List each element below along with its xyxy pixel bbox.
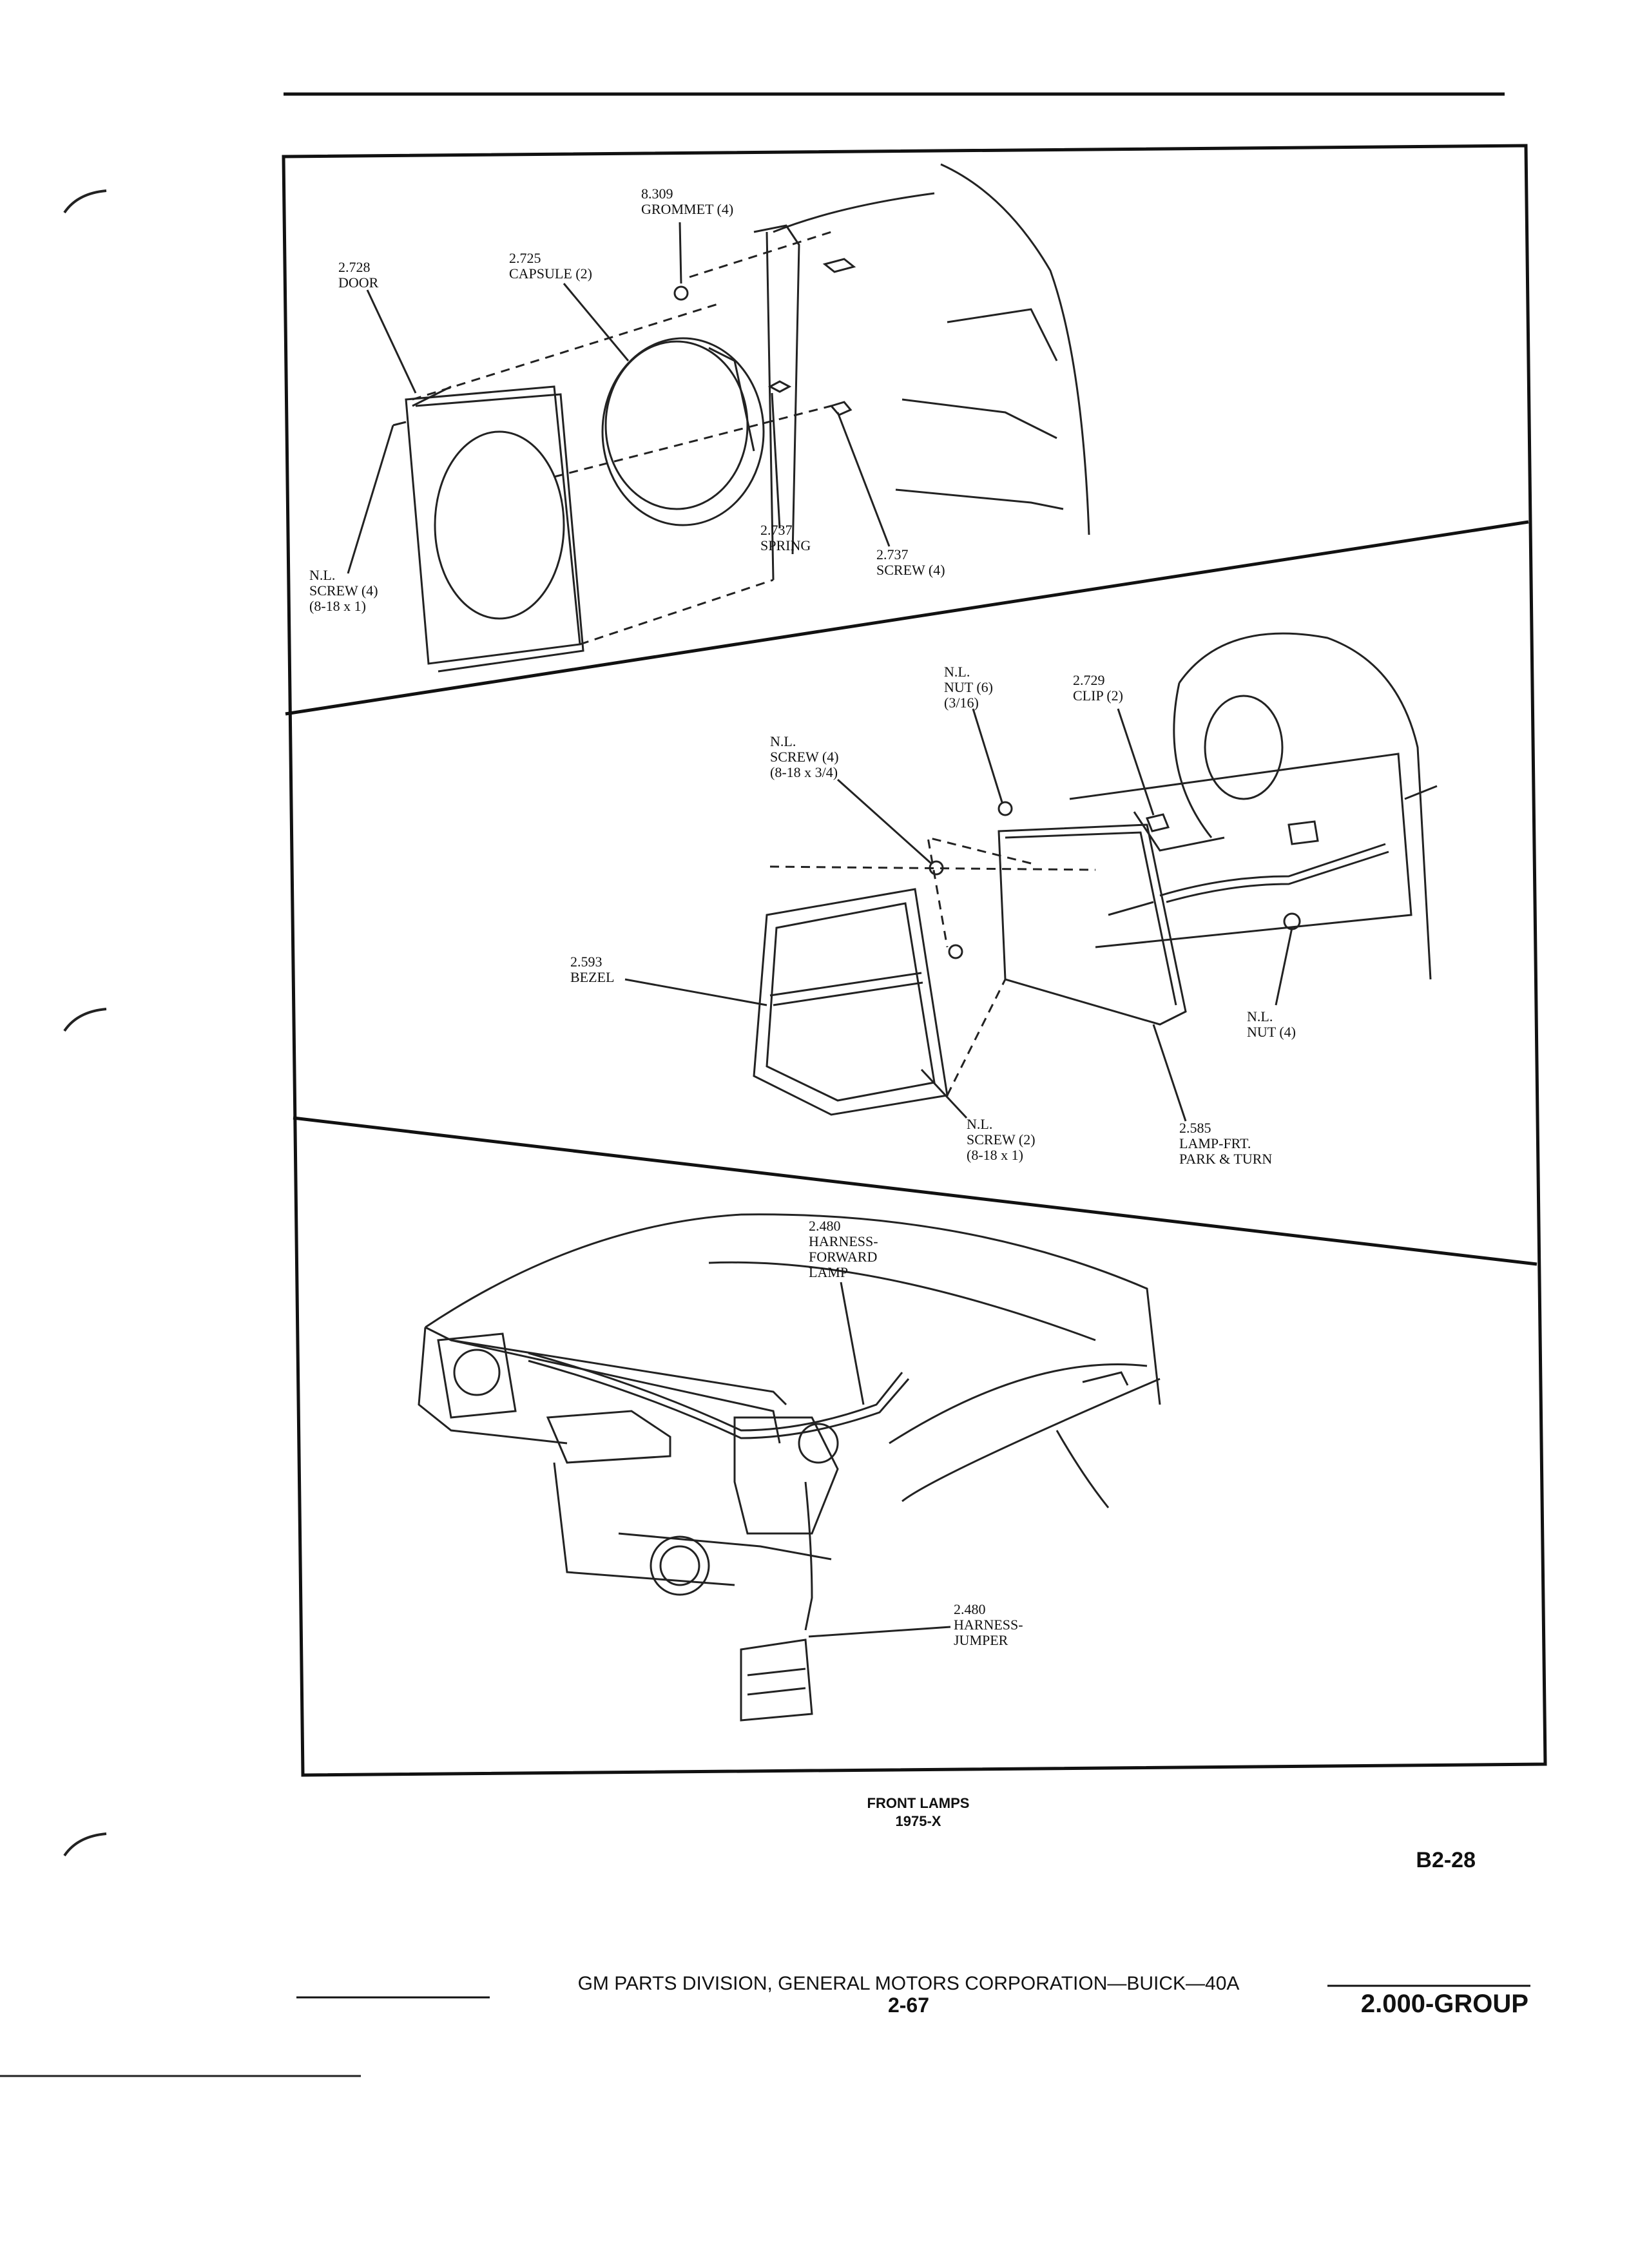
svg-text:N.L.: N.L. [770,733,796,749]
svg-text:8.309: 8.309 [641,186,673,202]
divider-2 [293,1116,1537,1266]
screw-name: SCREW (4) [876,562,945,578]
svg-text:BEZEL: BEZEL [570,969,614,985]
harness-jumper-part-number: 2.480 [954,1601,986,1617]
svg-text:NUT (6): NUT (6) [944,679,993,695]
svg-text:CLIP (2): CLIP (2) [1073,687,1123,704]
diagram-frame [282,144,1547,1777]
panel-park-turn-labels: N.L. NUT (6) (3/16) 2.729 CLIP (2) N.L. … [570,664,1296,1167]
page-number: 2-67 [888,1994,929,2017]
screw4-size: (8-18 x 3/4) [770,764,838,780]
clip-name: CLIP (2) [1073,687,1123,704]
screw-part-number: 2.737 [876,546,909,562]
svg-text:JUMPER: JUMPER [954,1632,1008,1648]
nl-screw-code: N.L. [309,567,335,583]
svg-text:NUT (4): NUT (4) [1247,1024,1296,1040]
figure-title: FRONT LAMPS [867,1795,970,1811]
harness-fwd-name: HARNESS- [809,1233,878,1249]
svg-text:HARNESS-: HARNESS- [954,1617,1023,1633]
svg-text:(8-18 x 1): (8-18 x 1) [309,598,366,614]
svg-text:SCREW (4): SCREW (4) [770,749,839,765]
svg-text:(8-18 x 3/4): (8-18 x 3/4) [770,764,838,780]
lamp-name: LAMP-FRT. [1179,1135,1251,1151]
svg-text:2.737: 2.737 [876,546,909,562]
lamp-name-2: PARK & TURN [1179,1151,1272,1167]
svg-text:FORWARD: FORWARD [809,1249,877,1265]
grommet-part-number: 8.309 [641,186,673,202]
nut6-code: N.L. [944,664,970,680]
svg-text:(3/16): (3/16) [944,695,979,711]
nl-screw-size: (8-18 x 1) [309,598,366,614]
bezel-part-number: 2.593 [570,954,602,970]
panel-harness-routing [418,1213,1161,1722]
spring-name: SPRING [760,537,811,553]
screw4-code: N.L. [770,733,796,749]
svg-text:PARK & TURN: PARK & TURN [1179,1151,1272,1167]
screw4-name: SCREW (4) [770,749,839,765]
nut6-name: NUT (6) [944,679,993,695]
capsule-name: CAPSULE (2) [509,265,592,282]
svg-text:LAMP: LAMP [809,1264,848,1280]
lamp-part-number: 2.585 [1179,1120,1211,1136]
divider-1 [285,520,1529,716]
bezel-name: BEZEL [570,969,614,985]
harness-fwd-name-3: LAMP [809,1264,848,1280]
harness-fwd-part-number: 2.480 [809,1218,841,1234]
page-code: B2-28 [1416,1848,1476,1872]
nut4-code: N.L. [1247,1008,1273,1024]
nl-screw-name: SCREW (4) [309,582,378,599]
svg-text:HARNESS-: HARNESS- [809,1233,878,1249]
panel-headlamp-labels: 8.309 GROMMET (4) 2.725 CAPSULE (2) 2.72… [309,186,945,614]
publisher-line: GM PARTS DIVISION, GENERAL MOTORS CORPOR… [578,1973,1240,1994]
screw2-code: N.L. [967,1116,992,1132]
harness-fwd-name-2: FORWARD [809,1249,877,1265]
spring-part-number: 2.737 [760,522,793,538]
svg-text:LAMP-FRT.: LAMP-FRT. [1179,1135,1251,1151]
svg-text:SPRING: SPRING [760,537,811,553]
panel-headlamp-assembly [347,163,1090,673]
svg-text:2.585: 2.585 [1179,1120,1211,1136]
nut6-size: (3/16) [944,695,979,711]
panel-park-turn-lamp [624,632,1438,1122]
svg-text:SCREW (4): SCREW (4) [309,582,378,599]
svg-text:2.480: 2.480 [954,1601,986,1617]
door-part-number: 2.728 [338,259,371,275]
svg-text:(8-18 x 1): (8-18 x 1) [967,1147,1023,1163]
nut4-name: NUT (4) [1247,1024,1296,1040]
svg-text:N.L.: N.L. [309,567,335,583]
panel-harness-labels: 2.480 HARNESS- FORWARD LAMP 2.480 HARNES… [809,1218,1023,1648]
grommet-name: GROMMET (4) [641,201,733,217]
svg-text:CAPSULE (2): CAPSULE (2) [509,265,592,282]
svg-text:2.728: 2.728 [338,259,371,275]
clip-part-number: 2.729 [1073,672,1105,688]
harness-jumper-name-2: JUMPER [954,1632,1008,1648]
screw2-size: (8-18 x 1) [967,1147,1023,1163]
svg-text:N.L.: N.L. [967,1116,992,1132]
svg-text:SCREW (2): SCREW (2) [967,1131,1036,1148]
svg-text:N.L.: N.L. [944,664,970,680]
harness-jumper-name: HARNESS- [954,1617,1023,1633]
svg-text:GROMMET (4): GROMMET (4) [641,201,733,217]
binding-marks [63,189,107,1857]
capsule-part-number: 2.725 [509,250,541,266]
svg-text:2.480: 2.480 [809,1218,841,1234]
svg-text:N.L.: N.L. [1247,1008,1273,1024]
svg-text:2.725: 2.725 [509,250,541,266]
svg-text:2.593: 2.593 [570,954,602,970]
screw2-name: SCREW (2) [967,1131,1036,1148]
svg-text:SCREW (4): SCREW (4) [876,562,945,578]
group-label: 2.000-GROUP [1361,1990,1528,2018]
svg-text:2.729: 2.729 [1073,672,1105,688]
figure-subtitle: 1975-X [896,1813,941,1829]
door-name: DOOR [338,274,379,291]
svg-text:2.737: 2.737 [760,522,793,538]
svg-text:DOOR: DOOR [338,274,379,291]
